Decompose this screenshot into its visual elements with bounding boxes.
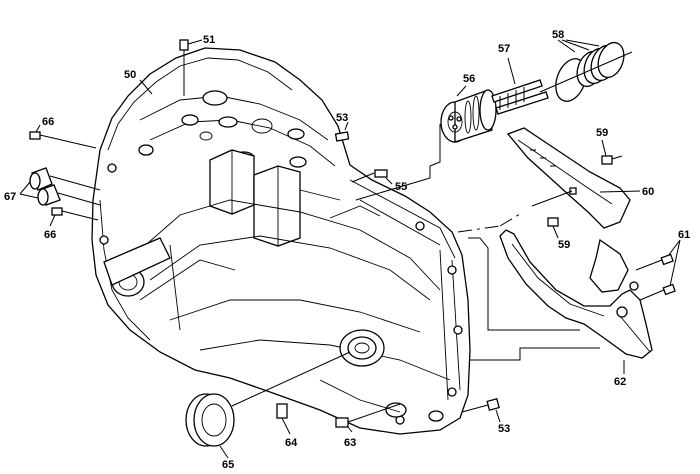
callout-65: 65 — [222, 459, 234, 471]
shield-part-60 — [506, 127, 641, 229]
callout-59-lower: 59 — [558, 239, 570, 251]
callout-59-upper: 59 — [596, 127, 608, 139]
vent-part-51 — [179, 39, 203, 96]
plug-part-64 — [276, 403, 291, 435]
dowel-part-66-upper — [29, 124, 97, 149]
seal-part-65 — [185, 351, 351, 459]
assembly-lines — [139, 79, 600, 361]
callout-55: 55 — [395, 181, 407, 193]
callout-61: 61 — [678, 229, 690, 241]
callout-66-upper: 66 — [42, 116, 54, 128]
rods-part-57 — [491, 57, 549, 115]
bolt-part-55 — [351, 169, 393, 185]
piston-part-56 — [440, 85, 497, 143]
callout-58: 58 — [552, 29, 564, 41]
callout-67: 67 — [4, 191, 16, 203]
dowel-part-66-lower — [49, 207, 99, 227]
stud-part-59 — [531, 187, 577, 207]
bolt-part-63 — [335, 403, 401, 433]
transaxle-case — [91, 47, 471, 435]
shield-part-62 — [499, 229, 653, 374]
callout-62: 62 — [614, 376, 626, 388]
callout-51: 51 — [203, 34, 215, 46]
callout-53-upper: 53 — [336, 112, 348, 124]
callouts: 50 51 53 53 55 56 57 58 59 59 60 61 62 6… — [4, 29, 690, 471]
nut-part-59-lower — [547, 217, 559, 239]
bolt-part-53-upper — [334, 121, 350, 142]
callout-57: 57 — [498, 43, 510, 55]
springs-part-58 — [539, 39, 633, 102]
bolts-part-61 — [635, 239, 681, 301]
callout-56: 56 — [463, 73, 475, 85]
plugs-part-67 — [19, 167, 101, 206]
callout-66-lower: 66 — [44, 229, 56, 241]
callout-50: 50 — [124, 69, 136, 81]
callout-53-lower: 53 — [498, 423, 510, 435]
callout-60: 60 — [642, 186, 654, 198]
bolt-part-53-lower — [461, 398, 501, 423]
callout-63: 63 — [344, 437, 356, 449]
nut-part-59-upper — [601, 139, 623, 165]
callout-64: 64 — [285, 437, 298, 449]
